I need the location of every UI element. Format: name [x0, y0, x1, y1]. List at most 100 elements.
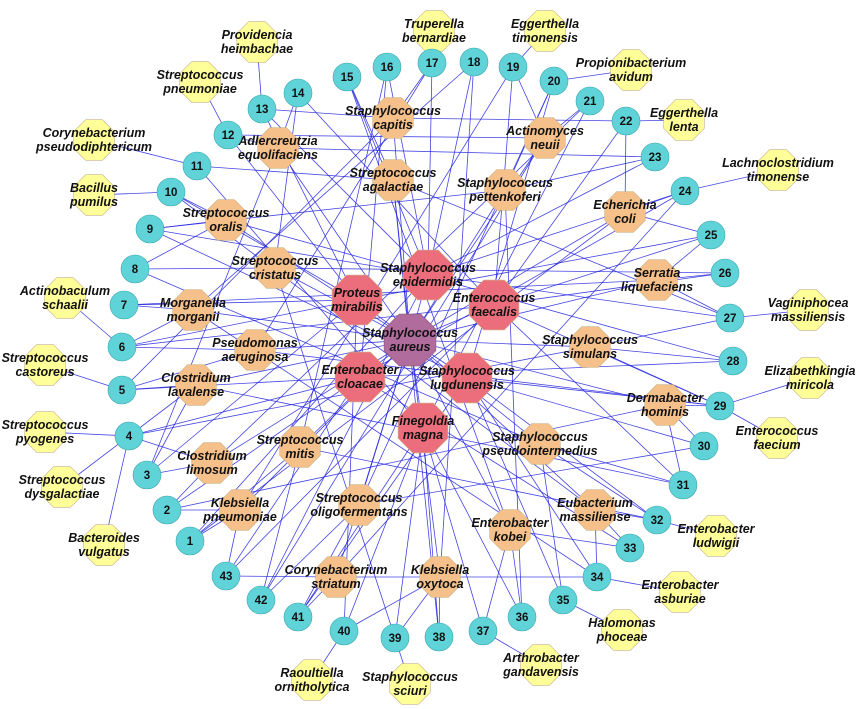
hub-octagon — [383, 313, 437, 367]
yellow-octagon — [756, 417, 798, 459]
edge-ekob-15 — [346, 76, 511, 531]
edge-scap-22 — [392, 117, 627, 122]
edge-clim-21 — [211, 100, 591, 464]
edge-pmir-10 — [170, 191, 358, 301]
edge-saur-ekob — [409, 339, 511, 531]
numbered-node-label: 18 — [468, 57, 481, 69]
orange-octagon — [372, 159, 414, 201]
orange-node-ecol-label-line-1: Echerichia — [593, 198, 656, 212]
yellow-node-yvag-label-line-2: massiliensis — [771, 310, 845, 324]
yellow-node-ysca-label-line-2: castoreus — [15, 365, 74, 379]
edge-slug-34 — [466, 377, 598, 578]
numbered-node-9: 9 — [135, 214, 165, 244]
yellow-node-ytru-label-line-1: Truperella — [404, 17, 464, 31]
numbered-node-circle — [705, 391, 735, 421]
orange-node-emas-label-line-1: Eubacterium — [557, 496, 633, 510]
edge-fmag-38 — [422, 427, 440, 638]
numbered-node-34: 34 — [582, 562, 612, 592]
edge-scri-8 — [134, 267, 276, 270]
numbered-node-1: 1 — [175, 526, 205, 556]
yellow-node-yegl-label-line-2: lenta — [669, 120, 698, 134]
red-node-pmir-label-line-1: Proteus — [334, 286, 381, 300]
yellow-node-ybac-label-line-2: pumilus — [69, 195, 118, 209]
red-node-sepi-label-line-1: Staphylococcus — [380, 261, 476, 275]
edge-saur-ecol — [409, 211, 626, 341]
numbered-node-41: 41 — [283, 602, 313, 632]
edge-soli-30 — [358, 445, 705, 506]
numbered-node-label: 35 — [557, 595, 570, 607]
numbered-node-21: 21 — [575, 86, 605, 116]
edge-mmor-18 — [192, 61, 475, 311]
edge-smit-16 — [299, 66, 388, 448]
numbered-node-circle — [715, 303, 745, 333]
numbered-node-label: 2 — [164, 505, 170, 517]
numbered-node-circle — [611, 106, 641, 136]
orange-octagon — [175, 364, 217, 406]
yellow-node-yprv-label-line-1: Providencia — [222, 28, 293, 42]
numbered-node-32: 32 — [642, 505, 672, 535]
red-node-efae-label-line-2: faecalis — [471, 305, 517, 319]
red-node-fmag-label-line-2: magna — [403, 428, 443, 442]
numbered-node-label: 29 — [714, 401, 727, 413]
orange-node-aneu-label-line-2: neuii — [530, 138, 560, 152]
numbered-node-circle — [114, 421, 144, 451]
yellow-octagon — [787, 289, 829, 331]
numbered-node-label: 5 — [119, 385, 126, 397]
red-node-sepi-label-line-2: epidermidis — [393, 275, 463, 289]
hub-node-label-line-2: aureus — [390, 340, 431, 354]
edge-pmir-12 — [227, 134, 358, 301]
orange-node-scap-label-line-2: capitis — [373, 118, 413, 132]
orange-node-koxy-label-line-1: Klebsiella — [411, 563, 469, 577]
numbered-node-label: 28 — [727, 356, 740, 368]
numbered-node-label: 4 — [126, 431, 133, 443]
node-layer: StaphylococcuscapitisAdlercreutziaequoli… — [2, 10, 856, 705]
yellow-octagon — [695, 515, 737, 557]
numbered-node-circle — [498, 52, 528, 82]
edge-spse-32 — [539, 443, 658, 521]
numbered-node-43: 43 — [211, 561, 241, 591]
numbered-node-circle — [417, 48, 447, 78]
numbered-node-label: 22 — [620, 116, 633, 128]
numbered-node-label: 37 — [477, 626, 490, 638]
numbered-node-circle — [696, 220, 726, 250]
edge-aneu-42 — [260, 137, 546, 601]
orange-node-spse-label-line-1: Staphylococcus — [492, 430, 588, 444]
numbered-node-circle — [718, 346, 748, 376]
edge-cstr-24 — [335, 190, 686, 578]
numbered-node-circle — [283, 78, 313, 108]
numbered-node-36: 36 — [507, 602, 537, 632]
orange-octagon — [315, 556, 357, 598]
orange-octagon — [172, 289, 214, 331]
yellow-node-yegt-label-line-1: Eggerthella — [511, 17, 579, 31]
numbered-node-label: 42 — [255, 595, 268, 607]
numbered-node-18: 18 — [459, 47, 489, 77]
orange-octagon — [569, 326, 611, 368]
orange-node-cstr-label-line-1: Corynebacterium — [285, 563, 388, 577]
numbered-node-circle — [582, 562, 612, 592]
orange-node-sora-label-line-2: oralis — [209, 220, 242, 234]
numbered-node-label: 8 — [132, 264, 139, 276]
yellow-octagon — [659, 571, 701, 613]
numbered-node-label: 40 — [338, 626, 351, 638]
orange-node-aneu-label-line-1: Actinomyces — [505, 124, 584, 138]
yellow-node-ybvu-label-line-2: vulgatus — [78, 545, 129, 559]
edge-slug-30 — [466, 377, 705, 447]
numbered-node-28: 28 — [718, 346, 748, 376]
edge-ssim-27 — [589, 317, 731, 348]
edge-soli-42 — [260, 504, 360, 601]
red-node-pmir-label-line-2: mirabilis — [331, 300, 382, 314]
